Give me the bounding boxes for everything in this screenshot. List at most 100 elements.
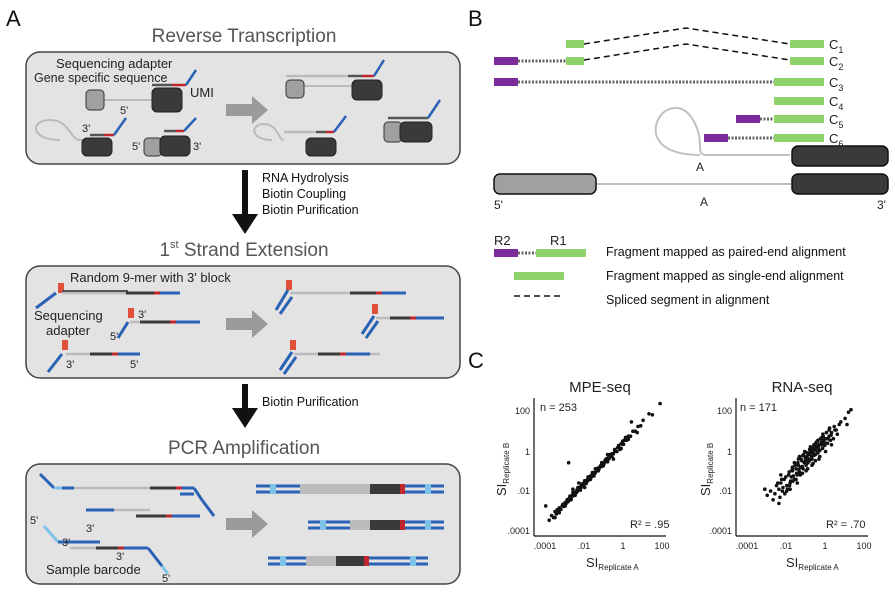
step3-sample-barcode-label: Sample barcode (46, 562, 141, 577)
step2-3prime-b: 3' (66, 359, 74, 371)
panel-letter-c: C (468, 348, 484, 373)
chart2-xlabel: SIReplicate A (786, 555, 839, 572)
chart2-point-113 (824, 430, 829, 435)
chart1-point-90 (569, 498, 573, 502)
chart2-point-96 (800, 464, 804, 469)
chart1-ytick-1: 1 (525, 447, 530, 457)
chart2-point-108 (816, 445, 821, 450)
chart2-point-67 (829, 443, 834, 447)
chart2-point-101 (808, 448, 812, 453)
chart2-point-89 (790, 467, 794, 472)
between-2-3-line1: Biotin Purification (262, 395, 359, 409)
chart2-point-105 (813, 442, 817, 447)
chart1-point-92 (582, 478, 587, 483)
chart2-point-85 (784, 475, 788, 479)
arrow-step1-to-step2 (232, 170, 258, 234)
step2-title: 1st Strand Extension (159, 239, 328, 261)
chart2-point-93 (796, 460, 800, 465)
fragment-label-c6-sub: 6 (838, 139, 843, 149)
chart1-point-95 (601, 464, 606, 468)
chart2-point-13 (794, 467, 798, 471)
between-1-2-line1: RNA Hydrolysis (262, 171, 349, 185)
step2-title-sup: st (170, 239, 179, 251)
chart1-point-122 (605, 452, 610, 457)
chart1-point-119 (635, 430, 639, 435)
chart2-point-74 (805, 467, 810, 471)
chart1-point-82 (578, 488, 583, 492)
chart1-ytick-2: .01 (517, 486, 530, 496)
chart2-point-46 (831, 436, 836, 441)
step1-5prime-a: 5' (120, 105, 128, 117)
chart1-point-89 (623, 435, 628, 440)
step1-3prime-b: 3' (193, 141, 201, 153)
chart2-point-53 (794, 477, 798, 482)
fragment-label-c2-sub: 2 (838, 62, 843, 72)
fragment-label-c5-sub: 5 (838, 120, 843, 130)
chart1-point-77 (638, 424, 643, 428)
chart1-point-73 (628, 434, 633, 439)
chart2-point-70 (795, 481, 800, 485)
chart1-point-93 (588, 477, 593, 482)
chart2-ytick-0: 100 (717, 406, 732, 416)
chart2-point-42 (825, 441, 830, 446)
chart1-point-47 (593, 471, 598, 475)
between-1-2-line3: Biotin Purification (262, 203, 359, 217)
fragment-label-c2: C2 (829, 54, 843, 72)
chart1-point-110 (571, 487, 575, 492)
step3-5prime-b: 5' (162, 573, 170, 585)
chart1-xtick-3: 100 (654, 541, 669, 551)
branchpoint-a-label: A (696, 160, 704, 174)
chart1-point-121 (593, 467, 598, 471)
chart2-point-68 (788, 487, 792, 492)
chart2-xtick-0: .0001 (736, 541, 759, 551)
chart1-point-106 (604, 457, 608, 461)
chart1-xlabel: SIReplicate A (586, 555, 639, 572)
step2-5prime-a: 5' (110, 331, 118, 343)
chart1-point-114 (650, 413, 655, 417)
chart2-point-103 (810, 445, 815, 450)
arrow-step2-to-step3 (232, 384, 258, 428)
chart2-ylabel: SIReplicate B (698, 443, 715, 496)
chart2-point-48 (835, 432, 840, 437)
fragment-label-c2-main: C (829, 54, 838, 69)
chart1-n-label: n = 253 (540, 402, 577, 414)
chart1-point-113 (647, 412, 651, 416)
chart2-point-35 (817, 443, 821, 447)
chart1-point-124 (619, 446, 623, 451)
step3-illustration: 5' 3' 3' 3' 5' Sample barcode (30, 472, 444, 585)
chart1-point-91 (576, 485, 580, 490)
chart2-point-84 (781, 485, 785, 490)
chart2-point-129 (791, 479, 795, 483)
chart2-point-5 (780, 489, 785, 493)
chart2-xtick-3: 100 (856, 541, 871, 551)
step1-illustration: UMI Sequencing adapter Gene specific seq… (34, 56, 442, 157)
chart1-ytick-0: 100 (515, 406, 530, 416)
chart2-point-120 (843, 416, 847, 421)
chart2-point-107 (815, 439, 820, 444)
chart1-point-104 (590, 470, 595, 475)
chart1-point-79 (553, 515, 557, 520)
chart2-point-44 (828, 438, 833, 443)
chart2-point-119 (839, 420, 843, 424)
fragment-label-c4-sub: 4 (838, 102, 843, 112)
chart2-point-3 (777, 487, 781, 492)
chart1-point-86 (605, 460, 610, 464)
between-1-2-line2: Biotin Coupling (262, 187, 346, 201)
step3-3prime-c: 3' (116, 551, 124, 563)
chart2-point-97 (801, 453, 805, 458)
chart1-xtick-0: .0001 (534, 541, 557, 551)
chart1-ytick-3: .0001 (507, 526, 530, 536)
chart2-point-49 (837, 422, 841, 427)
chart2-point-115 (827, 426, 832, 430)
chart1-point-108 (616, 443, 621, 448)
chart1-point-100 (568, 494, 572, 499)
chart2-ylabel-main: SI (698, 484, 713, 496)
chart1-point-101 (573, 493, 577, 498)
fragment-label-c6-main: C (829, 131, 838, 146)
mrna-5prime-label: 5' (494, 198, 503, 212)
step2-3prime-a: 3' (138, 309, 146, 321)
chart2-point-117 (832, 424, 836, 429)
step2-seq-adapter-label-1: Sequencing (34, 308, 103, 323)
chart2-point-40 (822, 443, 827, 448)
chart2-point-90 (791, 474, 796, 478)
